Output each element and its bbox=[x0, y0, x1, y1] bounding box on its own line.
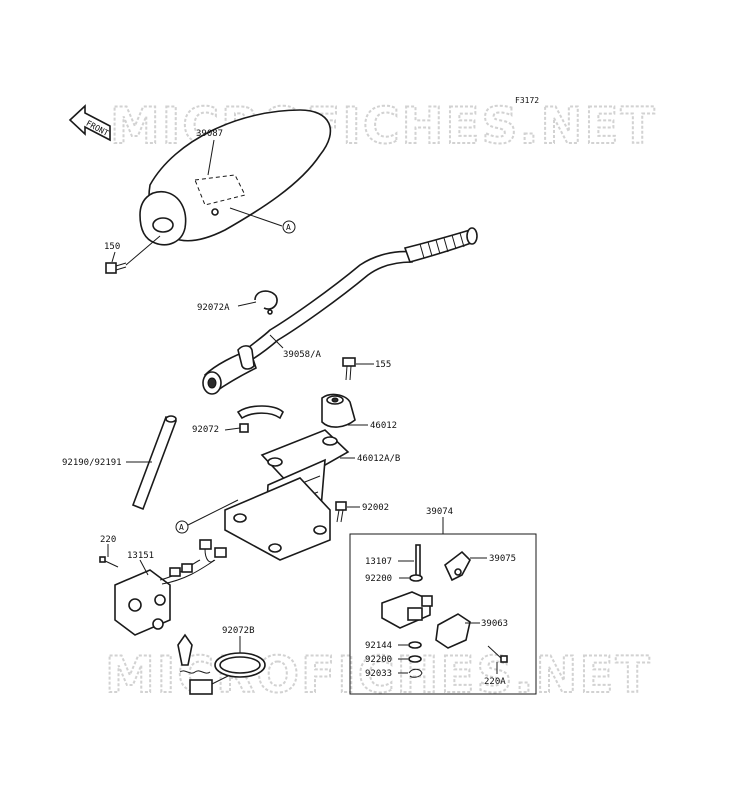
label-13107: 13107 bbox=[365, 557, 392, 567]
label-13151: 13151 bbox=[127, 551, 154, 561]
bolt-92002 bbox=[335, 501, 347, 523]
clamp-46012 bbox=[321, 393, 356, 428]
label-92200-upper: 92200 bbox=[365, 574, 392, 584]
leader-39087 bbox=[207, 139, 215, 176]
handlebar-cover bbox=[139, 109, 332, 246]
label-92190-92191: 92190/92191 bbox=[62, 458, 122, 468]
screw-220 bbox=[99, 556, 119, 568]
steering-holder-46012ab bbox=[224, 429, 350, 561]
cable-tie-92072 bbox=[236, 405, 284, 433]
bolt-150 bbox=[105, 262, 127, 274]
diagram-code: F3172 bbox=[515, 96, 539, 105]
bolt-155 bbox=[342, 357, 356, 381]
reference-circle-mid bbox=[175, 520, 189, 534]
handlebar bbox=[202, 227, 478, 395]
label-39075: 39075 bbox=[489, 554, 516, 564]
watermark-bottom: MICROFICHES.NET bbox=[105, 646, 652, 704]
washer-92200-lower bbox=[408, 655, 422, 663]
label-150: 150 bbox=[104, 242, 120, 252]
label-39063: 39063 bbox=[481, 619, 508, 629]
reference-a-top: A bbox=[286, 223, 291, 232]
hose-92190 bbox=[131, 415, 178, 511]
lever-39075 bbox=[444, 550, 471, 582]
label-92200-lower: 92200 bbox=[365, 655, 392, 665]
label-92072b: 92072B bbox=[222, 626, 255, 636]
reference-circle-top bbox=[282, 220, 296, 234]
screw-220a bbox=[487, 645, 508, 663]
cover-39063 bbox=[435, 613, 471, 649]
clamp-92072a bbox=[254, 290, 278, 315]
washer-92200-upper bbox=[409, 574, 423, 582]
label-220a: 220A bbox=[484, 677, 506, 687]
label-92072: 92072 bbox=[192, 425, 219, 435]
label-46012: 46012 bbox=[370, 421, 397, 431]
label-46012ab: 46012A/B bbox=[357, 454, 400, 464]
switch-13151 bbox=[114, 539, 227, 636]
throttle-housing bbox=[381, 591, 433, 629]
label-220: 220 bbox=[100, 535, 116, 545]
label-92144: 92144 bbox=[365, 641, 392, 651]
label-92072a: 92072A bbox=[197, 303, 230, 313]
front-arrow-icon: FRONT bbox=[68, 104, 111, 142]
label-92033: 92033 bbox=[365, 669, 392, 679]
reference-a-mid: A bbox=[179, 523, 184, 532]
pin-13107 bbox=[415, 544, 421, 580]
clamp-92072b bbox=[177, 633, 266, 695]
label-39058a: 39058/A bbox=[283, 350, 322, 360]
spring-92144 bbox=[408, 641, 422, 649]
label-39087: 39087 bbox=[196, 129, 223, 139]
label-92002: 92002 bbox=[362, 503, 389, 513]
label-39074: 39074 bbox=[426, 507, 453, 517]
label-155: 155 bbox=[375, 360, 391, 370]
circlip-92033 bbox=[408, 668, 423, 678]
